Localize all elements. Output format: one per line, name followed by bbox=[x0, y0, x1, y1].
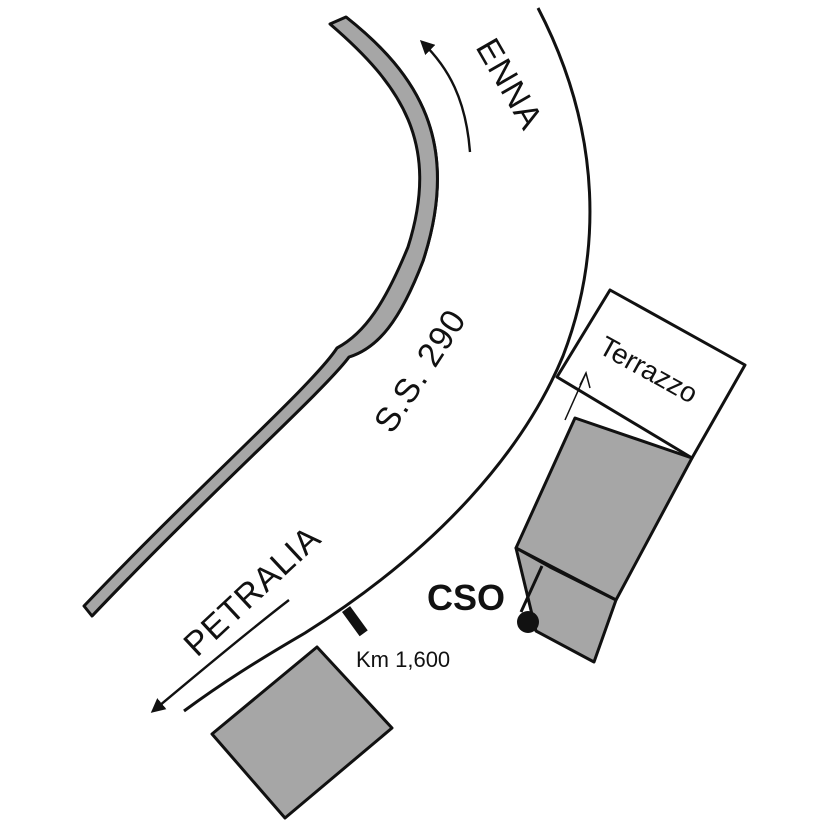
km-post bbox=[342, 606, 368, 637]
station-label: CSO bbox=[427, 577, 505, 618]
road-shoulder-strip bbox=[82, 15, 439, 618]
filled-circle-icon bbox=[517, 611, 539, 633]
station-marker: CSO bbox=[427, 577, 539, 633]
direction-arrows bbox=[150, 40, 472, 713]
arrow-up-left-icon bbox=[419, 40, 472, 153]
destination-label-enna: ENNA bbox=[468, 32, 550, 136]
kilometer-marker: Km 1,600 bbox=[342, 606, 450, 672]
thin-arrow-head bbox=[579, 370, 591, 389]
destination-label-petralia: PETRALIA bbox=[177, 518, 329, 663]
arrow-down-left-icon bbox=[150, 599, 290, 713]
annex-divider bbox=[519, 565, 544, 613]
site-buildings bbox=[210, 288, 747, 820]
lower-left-building bbox=[210, 645, 394, 820]
km-marker-label: Km 1,600 bbox=[356, 647, 450, 672]
road-right-edge bbox=[183, 7, 592, 713]
annex-building bbox=[514, 546, 618, 664]
